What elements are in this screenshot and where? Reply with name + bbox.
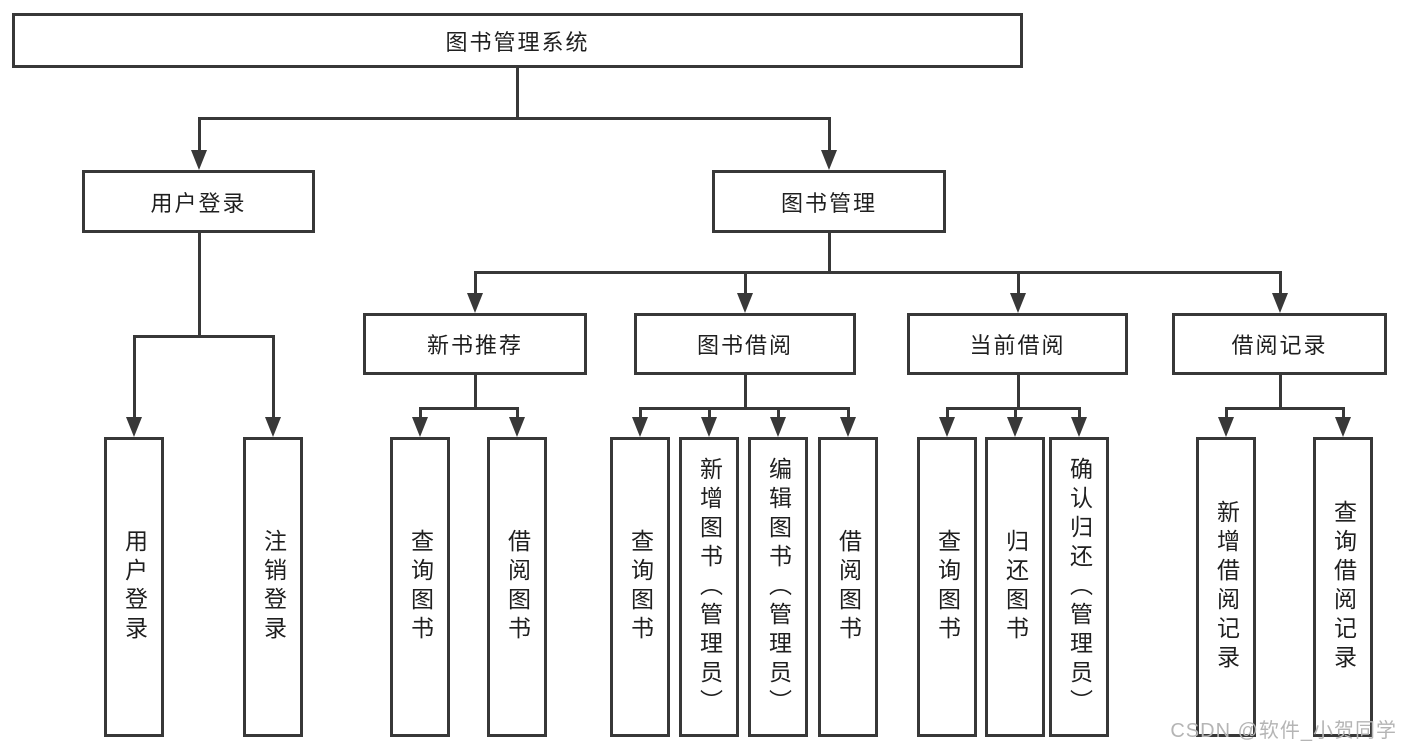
connector-stem <box>515 68 519 120</box>
node-label: 借阅记录 <box>1231 333 1328 358</box>
node-label: 当前借阅 <box>969 333 1066 358</box>
connector-drop <box>473 271 477 295</box>
connector-bar <box>473 271 1282 274</box>
leaf-query-books-current: 查询图书 <box>917 437 977 737</box>
node-new-book-recommend: 新书推荐 <box>363 313 587 375</box>
leaf-user-login: 用户登录 <box>104 437 164 737</box>
leaf-label: 归还图书 <box>1002 529 1029 645</box>
connector-drop <box>743 271 747 295</box>
connector-bar <box>1224 407 1345 410</box>
connector-bar <box>132 335 275 338</box>
node-borrowing-records: 借阅记录 <box>1172 313 1387 375</box>
leaf-label: 查询借阅记录 <box>1330 500 1357 674</box>
connector-drop <box>846 407 850 419</box>
arrowhead-down-icon <box>1007 417 1023 437</box>
leaf-label: 借阅图书 <box>504 529 531 645</box>
connector-drop <box>707 407 711 419</box>
arrowhead-down-icon <box>1010 293 1026 313</box>
arrowhead-down-icon <box>821 150 837 170</box>
connector-drop <box>1013 407 1017 419</box>
connector-bar <box>418 407 519 410</box>
connector-drop <box>515 407 519 419</box>
leaf-query-books-borrow: 查询图书 <box>610 437 670 737</box>
node-user-login: 用户登录 <box>82 170 315 233</box>
arrowhead-down-icon <box>701 417 717 437</box>
connector-drop <box>945 407 949 419</box>
leaf-label: 查询图书 <box>934 529 961 645</box>
node-label: 图书借阅 <box>696 333 793 358</box>
leaf-add-books-admin: 新增图书（管理员） <box>679 437 739 737</box>
node-current-borrowing: 当前借阅 <box>907 313 1128 375</box>
connector-stem <box>743 375 747 410</box>
connector-stem <box>1278 375 1282 410</box>
connector-bar <box>197 117 831 120</box>
connector-drop <box>1341 407 1345 419</box>
leaf-borrow-books-recommend: 借阅图书 <box>487 437 547 737</box>
leaf-label: 编辑图书（管理员） <box>765 456 792 718</box>
node-book-management: 图书管理 <box>712 170 946 233</box>
connector-drop <box>1016 271 1020 295</box>
leaf-query-borrow-record: 查询借阅记录 <box>1313 437 1373 737</box>
node-label: 图书管理 <box>780 190 877 216</box>
node-library-management-system: 图书管理系统 <box>12 13 1023 68</box>
arrowhead-down-icon <box>265 417 281 437</box>
leaf-label: 新增借阅记录 <box>1213 500 1240 674</box>
leaf-add-borrow-record: 新增借阅记录 <box>1196 437 1256 737</box>
node-label: 图书管理系统 <box>445 29 590 55</box>
arrowhead-down-icon <box>632 417 648 437</box>
leaf-label: 确认归还（管理员） <box>1066 456 1093 718</box>
arrowhead-down-icon <box>126 417 142 437</box>
leaf-label: 用户登录 <box>121 529 148 645</box>
connector-stem <box>1016 375 1020 410</box>
arrowhead-down-icon <box>939 417 955 437</box>
connector-bar <box>638 407 850 410</box>
arrowhead-down-icon <box>1272 293 1288 313</box>
arrowhead-down-icon <box>770 417 786 437</box>
arrowhead-down-icon <box>1218 417 1234 437</box>
leaf-confirm-return-admin: 确认归还（管理员） <box>1049 437 1109 737</box>
leaf-borrow-books: 借阅图书 <box>818 437 878 737</box>
arrowhead-down-icon <box>840 417 856 437</box>
arrowhead-down-icon <box>737 293 753 313</box>
leaf-label: 新增图书（管理员） <box>696 456 723 718</box>
connector-drop <box>638 407 642 419</box>
connector-drop <box>418 407 422 419</box>
node-book-borrowing: 图书借阅 <box>634 313 856 375</box>
csdn-watermark: CSDN @软件_小贺同学 <box>1170 720 1397 742</box>
connector-drop <box>1278 271 1282 295</box>
connector-drop <box>1077 407 1081 419</box>
connector-drop <box>1224 407 1228 419</box>
connector-stem <box>197 233 201 338</box>
arrowhead-down-icon <box>1335 417 1351 437</box>
connector-drop <box>132 335 136 419</box>
node-label: 新书推荐 <box>426 333 523 358</box>
connector-drop <box>197 117 201 152</box>
leaf-logout: 注销登录 <box>243 437 303 737</box>
leaf-label: 查询图书 <box>407 529 434 645</box>
leaf-label: 注销登录 <box>260 529 287 645</box>
arrowhead-down-icon <box>467 293 483 313</box>
connector-drop <box>827 117 831 152</box>
leaf-edit-books-admin: 编辑图书（管理员） <box>748 437 808 737</box>
leaf-label: 借阅图书 <box>835 529 862 645</box>
arrowhead-down-icon <box>509 417 525 437</box>
arrowhead-down-icon <box>191 150 207 170</box>
connector-drop <box>271 335 275 419</box>
arrowhead-down-icon <box>1071 417 1087 437</box>
arrowhead-down-icon <box>412 417 428 437</box>
leaf-query-books-recommend: 查询图书 <box>390 437 450 737</box>
leaf-label: 查询图书 <box>627 529 654 645</box>
connector-drop <box>776 407 780 419</box>
node-label: 用户登录 <box>150 190 247 216</box>
leaf-return-books: 归还图书 <box>985 437 1045 737</box>
connector-bar <box>945 407 1081 410</box>
connector-stem <box>827 233 831 274</box>
connector-stem <box>473 375 477 410</box>
